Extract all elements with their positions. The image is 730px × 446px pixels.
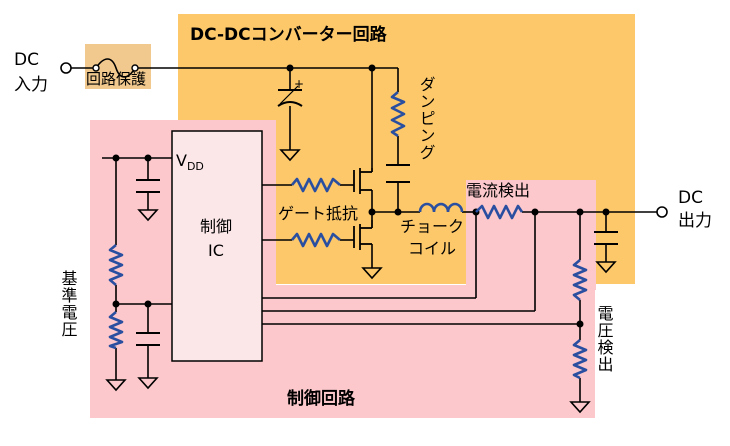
dc-output-label-line1: DC — [678, 188, 703, 208]
capacitors — [136, 179, 618, 346]
ground-symbols — [105, 149, 617, 414]
damping-resistor — [390, 91, 406, 138]
ground-reference-cap — [137, 377, 159, 390]
dc-input-label-line1: DC — [14, 50, 39, 70]
variable-arrow — [279, 85, 299, 105]
reference-resistor-lower — [108, 311, 124, 350]
protection-label: 回路保護 — [86, 70, 146, 88]
ground-reference — [105, 379, 127, 392]
vdd-label: VDD — [176, 151, 204, 173]
wires — [66, 67, 658, 402]
choke-coil — [418, 202, 464, 213]
choke-label-line1: チョーク — [400, 217, 464, 236]
plus-mark: + — [294, 77, 304, 91]
resistors — [108, 91, 588, 380]
voltage-detect-label: 電圧検出 — [595, 305, 614, 373]
ground-input-cap — [279, 149, 301, 162]
gate-resistor-lower — [291, 232, 341, 248]
reference-voltage-label: 基準電圧 — [59, 270, 78, 338]
ground-lower-mosfet — [361, 267, 383, 280]
input-capacitor — [277, 89, 303, 107]
converter-title: DC-DCコンバーター回路 — [190, 24, 388, 45]
voltage-detect-resistor-upper — [572, 259, 588, 301]
junction-dots — [112, 64, 610, 328]
control-region-right — [466, 180, 596, 290]
fuse-symbol — [95, 58, 136, 78]
damping-label: ダンピング — [417, 76, 436, 161]
reference-resistor-upper — [108, 244, 124, 286]
ic-label-line2: IC — [208, 241, 224, 260]
vdd-sub: DD — [187, 160, 204, 173]
dc-input-terminal — [60, 62, 72, 74]
voltage-detect-resistor-lower — [572, 339, 588, 380]
control-circuit-label: 制御回路 — [287, 388, 356, 409]
ic-label-line1: 制御 — [200, 217, 232, 236]
dc-output-label-line2: 出力 — [678, 211, 712, 231]
ground-output-cap — [595, 261, 617, 274]
current-sense-resistor — [475, 204, 524, 220]
dc-output-terminal — [656, 206, 668, 218]
current-detect-label: 電流検出 — [466, 181, 530, 200]
damping-capacitor — [386, 164, 410, 183]
mosfet-lower — [353, 220, 373, 250]
ground-vdd-cap — [137, 209, 159, 222]
choke-label-line2: コイル — [408, 239, 456, 258]
vdd-main: V — [176, 151, 187, 170]
gate-resistor-label: ゲート抵抗 — [278, 204, 358, 223]
ground-voltage-detect — [569, 401, 591, 414]
dc-input-label-line2: 入力 — [14, 75, 48, 95]
mosfet-upper — [353, 168, 373, 194]
control-ic-block — [171, 130, 263, 362]
gate-resistor-upper — [291, 177, 341, 193]
